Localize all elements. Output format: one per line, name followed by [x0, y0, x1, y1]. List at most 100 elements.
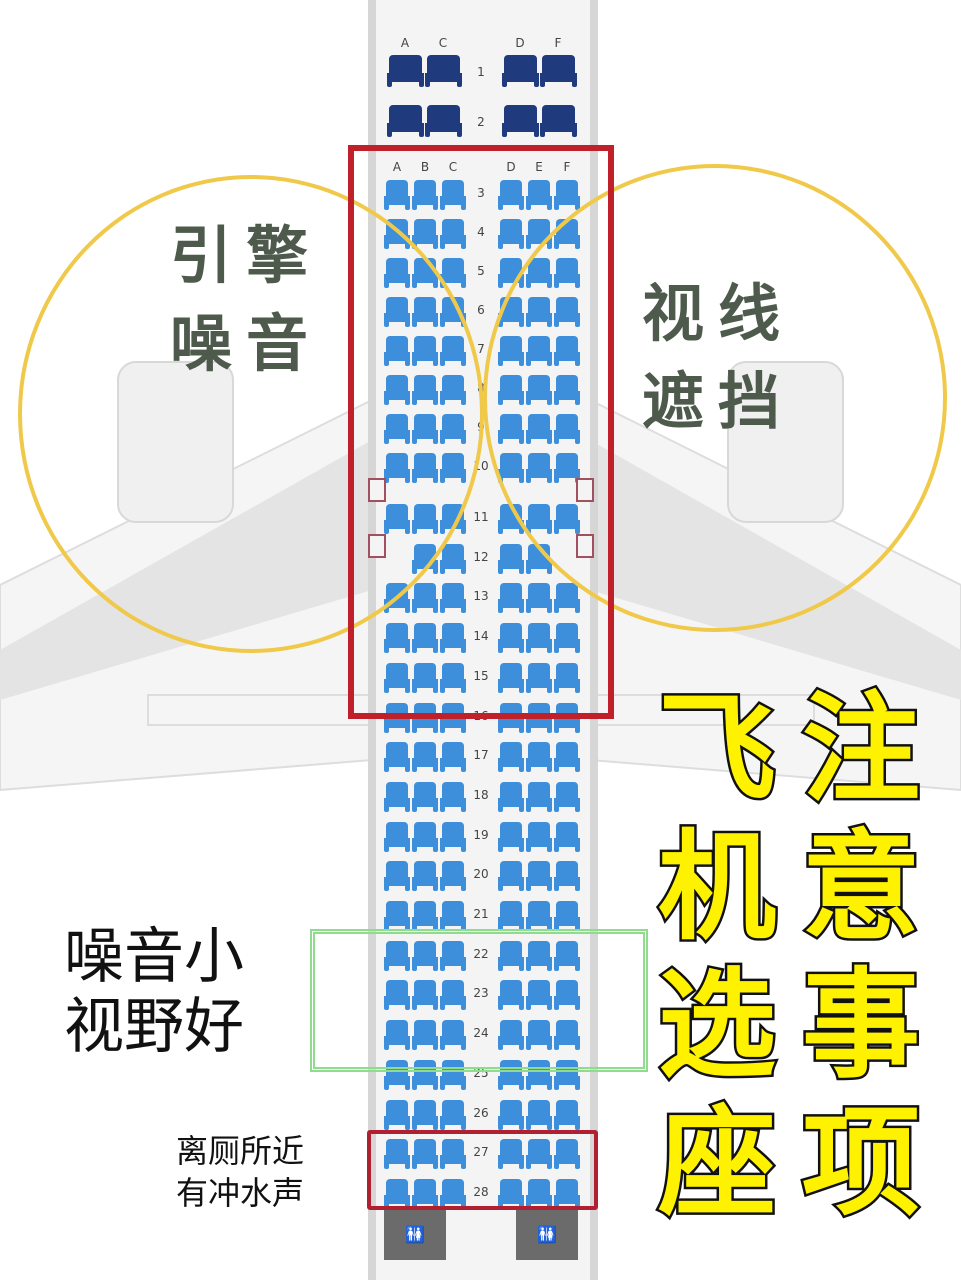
seat-18D[interactable]: [498, 781, 524, 812]
seat-22E[interactable]: [526, 940, 552, 971]
seat-17C[interactable]: [440, 742, 466, 773]
seat-21B[interactable]: [412, 901, 438, 931]
seat-26F[interactable]: [554, 1099, 580, 1130]
seat-20B[interactable]: [412, 861, 438, 892]
seat-21E[interactable]: [526, 901, 552, 931]
seat-2D[interactable]: [502, 105, 539, 137]
seat-22B[interactable]: [412, 940, 438, 971]
seat-28D[interactable]: [498, 1178, 524, 1209]
seat-20A[interactable]: [384, 861, 410, 892]
seat-14F[interactable]: [554, 623, 580, 654]
seat-14E[interactable]: [526, 623, 552, 654]
seat-20C[interactable]: [440, 861, 466, 892]
seat-20E[interactable]: [526, 861, 552, 892]
seat-27E[interactable]: [526, 1139, 552, 1170]
seat-28B[interactable]: [412, 1178, 438, 1209]
seat-19E[interactable]: [526, 821, 552, 852]
seat-21D[interactable]: [498, 901, 524, 931]
seat-1A[interactable]: [387, 55, 424, 87]
seat-4D[interactable]: [498, 219, 524, 249]
seat-21A[interactable]: [384, 901, 410, 931]
seat-17B[interactable]: [412, 742, 438, 773]
seat-13E[interactable]: [526, 583, 552, 614]
seat-19D[interactable]: [498, 821, 524, 852]
seat-24A[interactable]: [384, 1020, 410, 1051]
seat-3B[interactable]: [412, 180, 438, 210]
seat-15C[interactable]: [440, 662, 466, 693]
seat-23A[interactable]: [384, 980, 410, 1011]
seat-18B[interactable]: [412, 781, 438, 812]
seat-24E[interactable]: [526, 1020, 552, 1051]
seat-17D[interactable]: [498, 742, 524, 773]
seat-28C[interactable]: [440, 1178, 466, 1209]
seat-26E[interactable]: [526, 1099, 552, 1130]
seat-3C[interactable]: [440, 180, 466, 210]
seat-15B[interactable]: [412, 662, 438, 693]
seat-24C[interactable]: [440, 1020, 466, 1051]
seat-27B[interactable]: [412, 1139, 438, 1170]
seat-22F[interactable]: [554, 940, 580, 971]
seat-24B[interactable]: [412, 1020, 438, 1051]
seat-2C[interactable]: [425, 105, 462, 137]
seat-22D[interactable]: [498, 940, 524, 971]
seat-20D[interactable]: [498, 861, 524, 892]
seat-23F[interactable]: [554, 980, 580, 1011]
seat-24F[interactable]: [554, 1020, 580, 1051]
seat-28F[interactable]: [554, 1178, 580, 1209]
seat-26A[interactable]: [384, 1099, 410, 1130]
seat-27C[interactable]: [440, 1139, 466, 1170]
seat-19C[interactable]: [440, 821, 466, 852]
seat-3A[interactable]: [384, 180, 410, 210]
seat-21F[interactable]: [554, 901, 580, 931]
seat-18E[interactable]: [526, 781, 552, 812]
seat-13B[interactable]: [412, 583, 438, 614]
seat-17E[interactable]: [526, 742, 552, 773]
seat-22A[interactable]: [384, 940, 410, 971]
seat-1F[interactable]: [540, 55, 577, 87]
seat-19F[interactable]: [554, 821, 580, 852]
seat-15F[interactable]: [554, 662, 580, 693]
seat-27D[interactable]: [498, 1139, 524, 1170]
seat-23D[interactable]: [498, 980, 524, 1011]
seat-3E[interactable]: [526, 180, 552, 210]
seat-1C[interactable]: [425, 55, 462, 87]
seat-23B[interactable]: [412, 980, 438, 1011]
seat-14A[interactable]: [384, 623, 410, 654]
seat-18A[interactable]: [384, 781, 410, 812]
seat-14D[interactable]: [498, 623, 524, 654]
seat-3F[interactable]: [554, 180, 580, 210]
seat-13D[interactable]: [498, 583, 524, 614]
seat-26D[interactable]: [498, 1099, 524, 1130]
seat-12C[interactable]: [440, 543, 466, 574]
seat-13F[interactable]: [554, 583, 580, 614]
seat-23C[interactable]: [440, 980, 466, 1011]
seat-13C[interactable]: [440, 583, 466, 614]
seat-15A[interactable]: [384, 662, 410, 693]
seat-27A[interactable]: [384, 1139, 410, 1170]
seat-2A[interactable]: [387, 105, 424, 137]
seat-26C[interactable]: [440, 1099, 466, 1130]
seat-1D[interactable]: [502, 55, 539, 87]
seat-18C[interactable]: [440, 781, 466, 812]
seat-26B[interactable]: [412, 1099, 438, 1130]
seat-18F[interactable]: [554, 781, 580, 812]
seat-28A[interactable]: [384, 1178, 410, 1209]
seat-14B[interactable]: [412, 623, 438, 654]
seat-4C[interactable]: [440, 219, 466, 249]
seat-21C[interactable]: [440, 901, 466, 931]
seat-22C[interactable]: [440, 940, 466, 971]
seat-20F[interactable]: [554, 861, 580, 892]
seat-27F[interactable]: [554, 1139, 580, 1170]
seat-19B[interactable]: [412, 821, 438, 852]
seat-12D[interactable]: [498, 543, 524, 574]
seat-15E[interactable]: [526, 662, 552, 693]
seat-14C[interactable]: [440, 623, 466, 654]
seat-17A[interactable]: [384, 742, 410, 773]
seat-19A[interactable]: [384, 821, 410, 852]
seat-3D[interactable]: [498, 180, 524, 210]
seat-15D[interactable]: [498, 662, 524, 693]
seat-4B[interactable]: [412, 219, 438, 249]
seat-28E[interactable]: [526, 1178, 552, 1209]
seat-17F[interactable]: [554, 742, 580, 773]
seat-2F[interactable]: [540, 105, 577, 137]
